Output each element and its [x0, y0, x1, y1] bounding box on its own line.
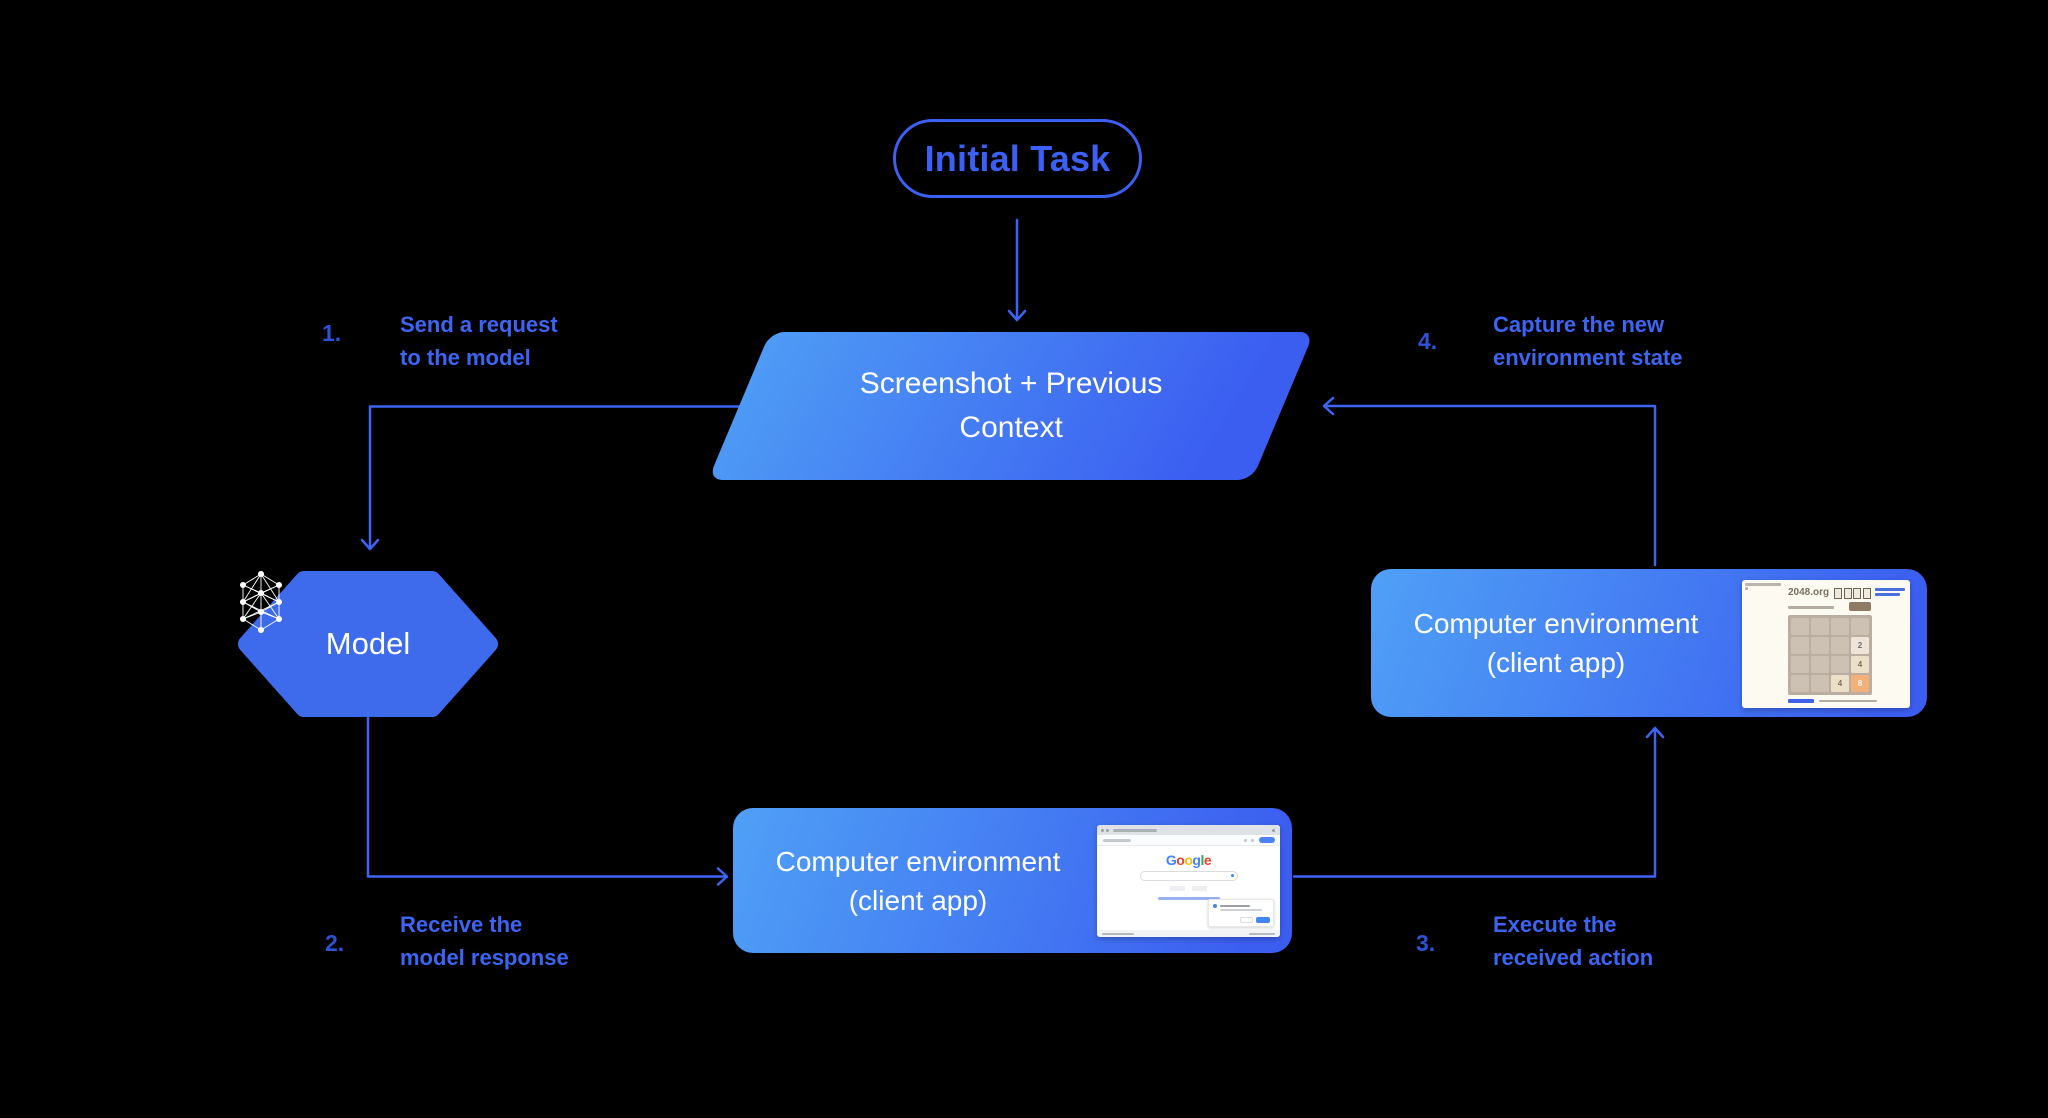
google-logo: Google — [1165, 852, 1212, 868]
google-search-buttons — [1097, 886, 1280, 891]
google-search-box — [1139, 871, 1238, 881]
initial-task-label: Initial Task — [924, 137, 1111, 179]
step-1-label: Send a request to the model — [400, 312, 558, 370]
score-boxes — [1834, 588, 1871, 599]
step-2-number: 2. — [325, 930, 345, 956]
hexagon-shape — [238, 571, 498, 717]
screenshot-context-label: Screenshot + Previous Context — [859, 367, 1163, 444]
arrow-initial-to-context — [1007, 218, 1027, 322]
model-label: Model — [325, 626, 411, 661]
dialog-primary-button — [1256, 917, 1270, 923]
env-bottom-label: Computer environment (client app) — [775, 845, 1061, 916]
env-right-node: Computer environment (client app) 2048.o… — [1371, 569, 1927, 717]
browser-tab-bar — [1097, 825, 1280, 835]
sign-in-dialog — [1208, 899, 1274, 927]
dialog-secondary-button — [1240, 917, 1253, 923]
step-3-number: 3. — [1416, 930, 1436, 956]
google-screenshot-thumbnail: Google — [1097, 825, 1280, 937]
game-footer-link — [1788, 699, 1814, 703]
browser-address-bar — [1097, 835, 1280, 846]
new-game-button — [1849, 602, 1871, 611]
step-2-label: Receive the model response — [400, 912, 569, 970]
env-bottom-node: Computer environment (client app) Google — [733, 808, 1292, 953]
env-right-label: Computer environment (client app) — [1413, 608, 1699, 678]
step-1-number: 1. — [322, 320, 342, 346]
initial-task-node: Initial Task — [893, 119, 1142, 198]
arrow-env-bottom-to-env-right — [1292, 726, 1665, 878]
arrow-env-right-to-context — [1322, 396, 1657, 567]
step-4-number: 4. — [1418, 328, 1438, 354]
screenshot-context-node: Screenshot + Previous Context — [708, 332, 1315, 480]
game-title: 2048.org — [1788, 587, 1830, 598]
step-3-label: Execute the received action — [1493, 912, 1654, 970]
neural-network-icon — [239, 571, 283, 633]
arrow-model-to-env-bottom — [366, 716, 729, 886]
google-footer-bar — [1097, 930, 1280, 937]
language-link-line — [1157, 897, 1220, 900]
step-4-label: Capture the new environment state — [1493, 312, 1683, 370]
google-g-icon — [1213, 904, 1217, 908]
arrow-context-to-model — [360, 405, 742, 551]
sign-in-button — [1259, 837, 1275, 843]
model-node: Model — [238, 571, 498, 717]
mic-icon — [1230, 874, 1234, 877]
